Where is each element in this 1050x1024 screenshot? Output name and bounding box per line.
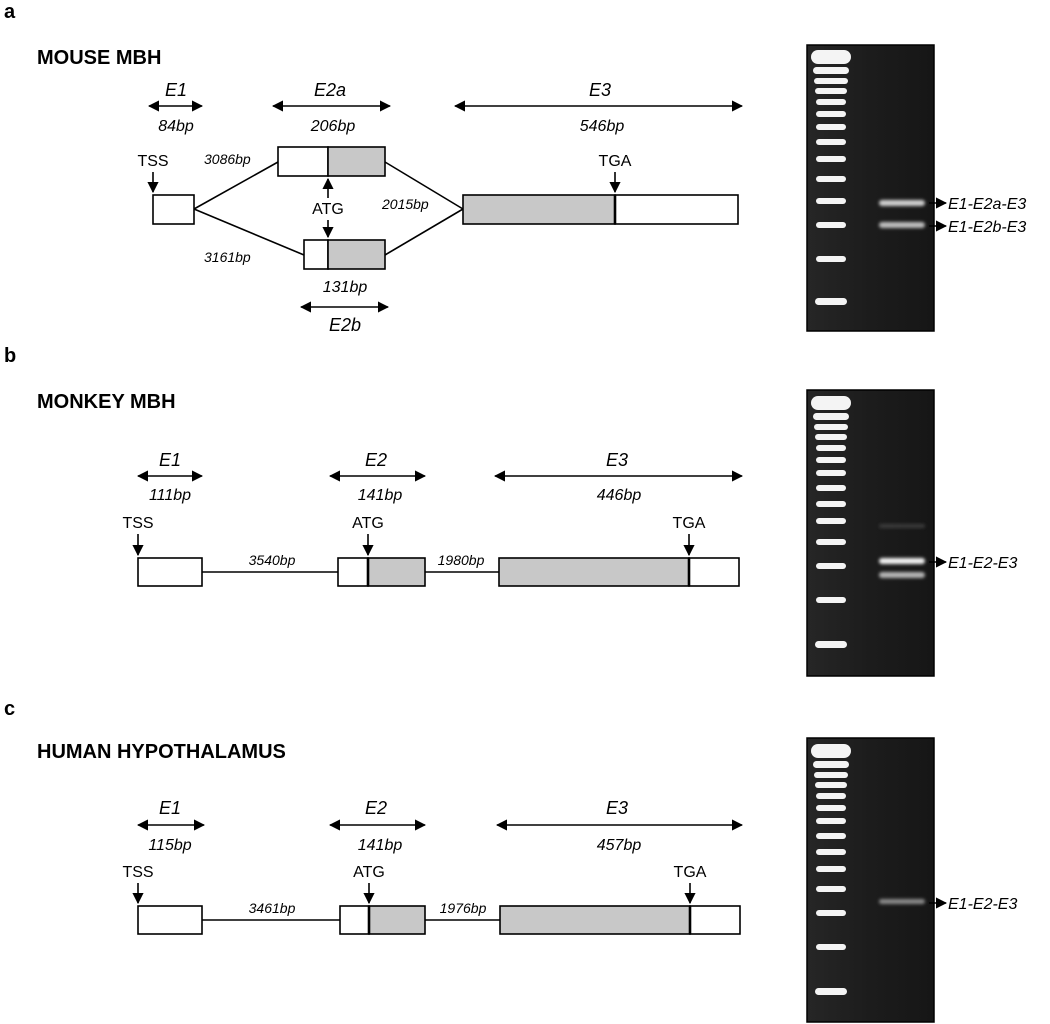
tss-label: TSS: [122, 515, 153, 532]
exon-e2b-cds: [327, 239, 386, 270]
e2a-size: 206bp: [310, 118, 356, 135]
atg-label: ATG: [353, 864, 385, 881]
splice-line-e1-e2b: [193, 208, 305, 256]
panel-b: b MONKEY MBH E1 111bp E2 141bp E3 446bp …: [4, 345, 1017, 677]
intron-2-label: 1976bp: [440, 900, 487, 916]
gel-background: [806, 44, 935, 332]
atg-label: ATG: [352, 515, 384, 532]
exon-e3-utr: [689, 905, 741, 935]
exon-e2-utr: [337, 557, 369, 587]
tss-label: TSS: [122, 864, 153, 881]
exon-e1: [152, 194, 195, 225]
e2-size: 141bp: [358, 487, 403, 504]
panel-letter: a: [4, 1, 16, 23]
band-e1-e2-e3: [879, 899, 925, 904]
band-label: E1-E2-E3: [948, 555, 1017, 572]
band-e1-e2b-e3: [879, 222, 925, 228]
ladder-lane: [811, 396, 851, 648]
e1-label: E1: [159, 798, 181, 818]
e1-label: E1: [159, 450, 181, 470]
band-label: E1-E2b-E3: [948, 219, 1026, 236]
exon-e2a-utr: [277, 146, 329, 177]
intron-e1-e2a: 3086bp: [204, 151, 251, 167]
e2-size: 141bp: [358, 837, 403, 854]
tga-label: TGA: [674, 864, 707, 881]
e1-size: 115bp: [148, 837, 191, 854]
splice-line-e1-e2a: [193, 161, 279, 210]
tss-label: TSS: [137, 153, 168, 170]
splice-line-e2a-e3: [384, 161, 464, 210]
faint-band: [879, 524, 925, 528]
gel-image-b: [806, 389, 935, 677]
tga-label: TGA: [599, 153, 632, 170]
panel-letter: c: [4, 698, 15, 720]
exon-e3-utr: [614, 194, 739, 225]
e2b-label: E2b: [329, 315, 361, 335]
e1-label: E1: [165, 80, 187, 100]
exon-e2-utr: [339, 905, 370, 935]
e3-label: E3: [606, 798, 628, 818]
panel-title: HUMAN HYPOTHALAMUS: [37, 741, 286, 763]
e3-label: E3: [589, 80, 611, 100]
panel-c: c HUMAN HYPOTHALAMUS E1 115bp E2 141bp E…: [4, 698, 1017, 1023]
panel-a: a MOUSE MBH E1 84bp E2a 206bp E3 546bp 3…: [4, 1, 1026, 335]
panel-title: MONKEY MBH: [37, 391, 176, 413]
e2b-size: 131bp: [323, 279, 368, 296]
ladder-lane: [811, 744, 851, 995]
intron-1-label: 3540bp: [249, 552, 296, 568]
exon-e2-cds: [368, 905, 426, 935]
gel-image-c: [806, 737, 935, 1023]
panel-title: MOUSE MBH: [37, 47, 161, 69]
gel-image-a: [806, 44, 935, 332]
exon-e1: [137, 905, 203, 935]
intron-e1-e2b: 3161bp: [204, 249, 251, 265]
e3-size: 457bp: [597, 837, 642, 854]
ladder-lane: [811, 50, 851, 305]
exon-e3-utr: [688, 557, 740, 587]
intron-1-label: 3461bp: [249, 900, 296, 916]
e1-size: 111bp: [149, 487, 191, 504]
e2-label: E2: [365, 450, 387, 470]
band-e1-e2a-e3: [879, 200, 925, 206]
gel-background: [806, 389, 935, 677]
splice-line-e2b-e3: [384, 208, 464, 256]
e2-label: E2: [365, 798, 387, 818]
intron-e2-e3: 2015bp: [381, 196, 429, 212]
exon-e2a-cds: [327, 146, 386, 177]
e1-size: 84bp: [158, 118, 194, 135]
gel-background: [806, 737, 935, 1023]
exon-e1: [137, 557, 203, 587]
panel-letter: b: [4, 345, 16, 367]
band-label: E1-E2-E3: [948, 896, 1017, 913]
tga-label: TGA: [673, 515, 706, 532]
lower-band: [879, 572, 925, 578]
band-e1-e2-e3: [879, 558, 925, 564]
e3-size: 546bp: [580, 118, 625, 135]
e2a-label: E2a: [314, 80, 346, 100]
exon-e3-cds: [499, 905, 691, 935]
exon-e2b-utr: [303, 239, 329, 270]
atg-label: ATG: [312, 201, 344, 218]
intron-2-label: 1980bp: [438, 552, 485, 568]
exon-e2-cds: [367, 557, 426, 587]
e3-label: E3: [606, 450, 628, 470]
e3-size: 446bp: [597, 487, 642, 504]
exon-e3-cds: [462, 194, 616, 225]
exon-e3-cds: [498, 557, 690, 587]
band-label: E1-E2a-E3: [948, 196, 1026, 213]
